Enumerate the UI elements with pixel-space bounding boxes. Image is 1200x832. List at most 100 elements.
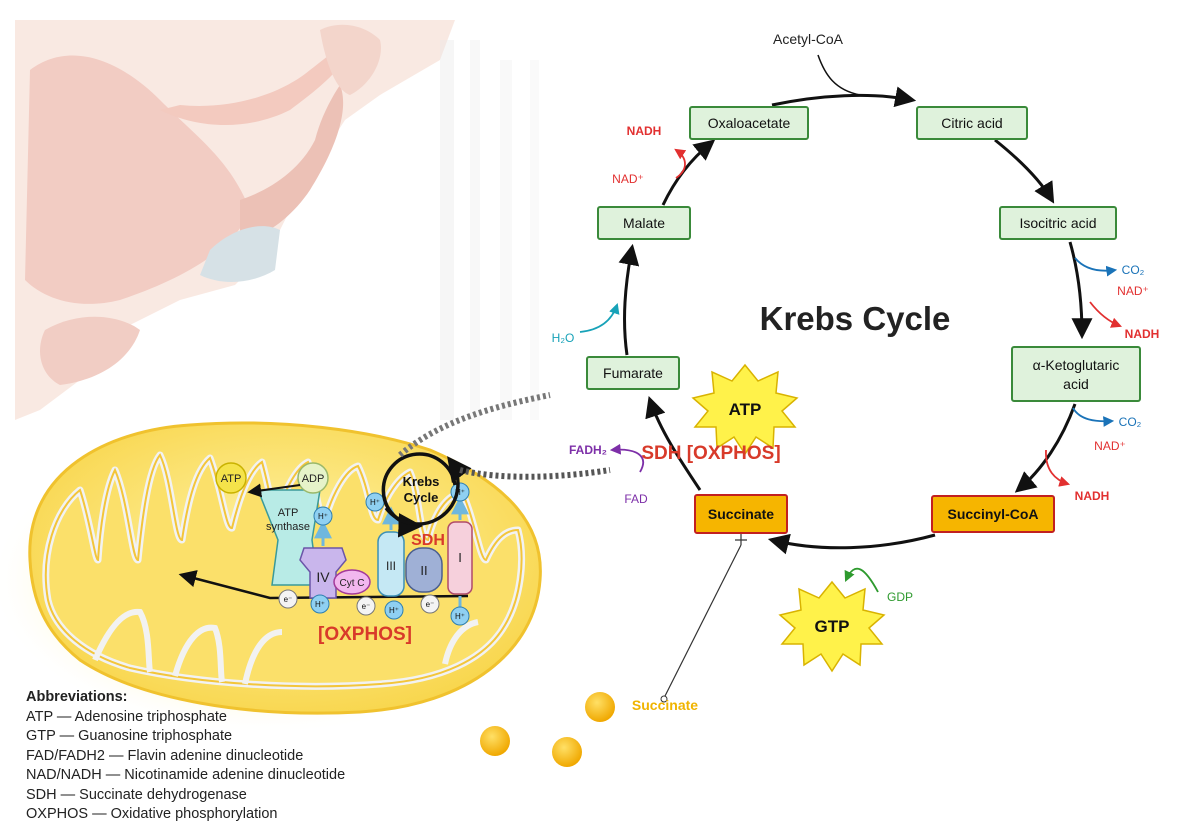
co2-label-1: CO₂ xyxy=(1122,263,1145,277)
complex-ii-label: II xyxy=(420,563,427,578)
electron-2-label: e⁻ xyxy=(362,602,371,611)
complex-i-label: I xyxy=(458,550,462,565)
nadh-label-2: NADH xyxy=(1125,327,1160,341)
gtp-starburst-label: GTP xyxy=(815,617,850,636)
electron-transport-chain: ATP synthase ATP ADP IV Cyt C III II I H… xyxy=(178,462,473,645)
cofactor-h2o: H₂O xyxy=(552,302,620,345)
mini-krebs-label-line2: Cycle xyxy=(404,490,439,505)
node-succinyl-coa-label: Succinyl-CoA xyxy=(947,506,1038,522)
proton-bottom-2: H⁺ xyxy=(384,600,404,620)
zoom-connector xyxy=(398,392,611,480)
cofactor-fad: FADH₂ FAD xyxy=(569,443,648,506)
node-citric-acid: Citric acid xyxy=(916,106,1028,140)
node-succinyl-coa: Succinyl-CoA xyxy=(931,495,1055,533)
electron-3: e⁻ xyxy=(420,594,440,614)
adp-molecule xyxy=(297,462,329,494)
atp-synthase-label-line1: ATP xyxy=(278,507,299,519)
gdp-label: GDP xyxy=(887,590,913,604)
oxphos-label: [OXPHOS] xyxy=(318,624,412,645)
node-isocitric-acid-label: Isocitric acid xyxy=(1019,215,1096,231)
cofactor-gdp: GDP xyxy=(844,567,913,604)
mini-krebs-label-line1: Krebs xyxy=(403,474,440,489)
electron-1-label: e⁻ xyxy=(284,595,293,604)
electron-2: e⁻ xyxy=(356,596,376,616)
node-fumarate: Fumarate xyxy=(586,356,680,390)
co2-label-2: CO₂ xyxy=(1119,415,1142,429)
cofactor-isocitric: CO₂ NAD⁺ NADH xyxy=(1074,257,1160,341)
atp-starburst-label: ATP xyxy=(729,400,762,419)
proton-bottom-1-label: H⁺ xyxy=(315,600,325,609)
krebs-cycle-title: Krebs Cycle xyxy=(760,300,951,337)
succinate-release: Succinate xyxy=(480,534,747,767)
h2o-label: H₂O xyxy=(552,331,575,345)
abbreviation-item: ATP — Adenosine triphosphate xyxy=(26,708,227,725)
sdh-oxphos-label: SDH [OXPHOS] xyxy=(641,443,780,464)
node-alpha-keto-label-line2: acid xyxy=(1063,376,1089,392)
cyt-c-label: Cyt C xyxy=(340,578,365,589)
abbreviation-item: GTP — Guanosine triphosphate xyxy=(26,728,233,744)
electron-3-label: e⁻ xyxy=(426,600,435,609)
node-alpha-keto-label-line1: α-Ketoglutaric xyxy=(1033,357,1120,373)
atp-synthase-label-line2: synthase xyxy=(266,521,310,533)
succinate-ball-2 xyxy=(480,726,510,756)
proton-bottom-2-label: H⁺ xyxy=(389,606,399,615)
abbreviation-item: FAD/FADH2 — Flavin adenine dinucleotide xyxy=(26,747,304,764)
complex-i xyxy=(447,521,473,595)
abbreviation-item: NAD/NADH — Nicotinamide adenine dinucleo… xyxy=(26,767,346,783)
abbreviation-item: SDH — Succinate dehydrogenase xyxy=(26,786,247,803)
succinate-release-label: Succinate xyxy=(632,697,698,713)
node-oxaloacetate-label: Oxaloacetate xyxy=(708,115,791,131)
background-streaks xyxy=(440,40,539,420)
node-malate-label: Malate xyxy=(623,215,665,231)
nad-plus-label-1: NAD⁺ xyxy=(612,172,644,186)
cofactor-malate-nadh: NADH NAD⁺ xyxy=(612,124,687,186)
mitochondrion xyxy=(0,421,542,735)
complex-iv-label: IV xyxy=(316,569,330,585)
nadh-label-3: NADH xyxy=(1075,489,1110,503)
arm-illustration xyxy=(15,20,455,420)
complex-iii xyxy=(377,531,405,597)
node-succinate: Succinate xyxy=(694,494,788,534)
acetyl-coa-arrow xyxy=(817,54,861,96)
succinate-ball-3 xyxy=(552,737,582,767)
proton-bottom-3: H⁺ xyxy=(450,606,470,626)
node-isocitric-acid: Isocitric acid xyxy=(999,206,1117,240)
abbreviations-heading: Abbreviations: xyxy=(26,689,128,705)
gtp-starburst: GTP xyxy=(778,580,886,673)
cofactor-alpha-kg: CO₂ NAD⁺ NADH xyxy=(1045,407,1142,503)
node-malate: Malate xyxy=(597,206,691,240)
electron-1: e⁻ xyxy=(278,589,298,609)
cycle-arrows xyxy=(618,86,1093,555)
proton-bottom-1: H⁺ xyxy=(310,594,330,614)
proton-top-iii: H⁺ xyxy=(365,492,385,512)
node-alpha-ketoglutaric-acid: α-Ketoglutaric acid xyxy=(1011,346,1141,402)
atp-molecule xyxy=(215,462,247,494)
proton-bottom-3-label: H⁺ xyxy=(455,612,465,621)
node-citric-acid-label: Citric acid xyxy=(941,115,1002,131)
node-fumarate-label: Fumarate xyxy=(603,365,663,381)
nad-plus-label-2: NAD⁺ xyxy=(1117,284,1149,298)
atp-molecule-label: ATP xyxy=(221,473,242,485)
proton-top-iii-label: H⁺ xyxy=(370,498,380,507)
adp-molecule-label: ADP xyxy=(302,473,325,485)
complex-ii xyxy=(405,547,443,593)
succinate-ball-1 xyxy=(585,692,615,722)
proton-top-i-label: H⁺ xyxy=(455,488,465,497)
nadh-label-1: NADH xyxy=(627,124,662,138)
abbreviation-item: OXPHOS — Oxidative phosphorylation xyxy=(26,806,278,822)
atp-starburst: ATP xyxy=(691,363,799,456)
proton-top-iv-label: H⁺ xyxy=(318,512,328,521)
acetyl-coa-label: Acetyl-CoA xyxy=(773,31,844,47)
mini-krebs-cycle: Krebs Cycle SDH xyxy=(381,452,472,549)
node-succinate-label: Succinate xyxy=(708,506,774,522)
adp-to-atp-arrow xyxy=(247,483,301,498)
cyt-c xyxy=(333,569,371,595)
fadh2-label: FADH₂ xyxy=(569,443,607,457)
sdh-mito-label: SDH xyxy=(411,532,445,549)
nad-plus-label-3: NAD⁺ xyxy=(1094,439,1126,453)
node-oxaloacetate: Oxaloacetate xyxy=(689,106,809,140)
proton-top-iv: H⁺ xyxy=(313,506,333,526)
abbreviations-panel: Abbreviations: ATP — Adenosine triphosph… xyxy=(26,688,345,825)
complex-iii-label: III xyxy=(386,559,396,573)
